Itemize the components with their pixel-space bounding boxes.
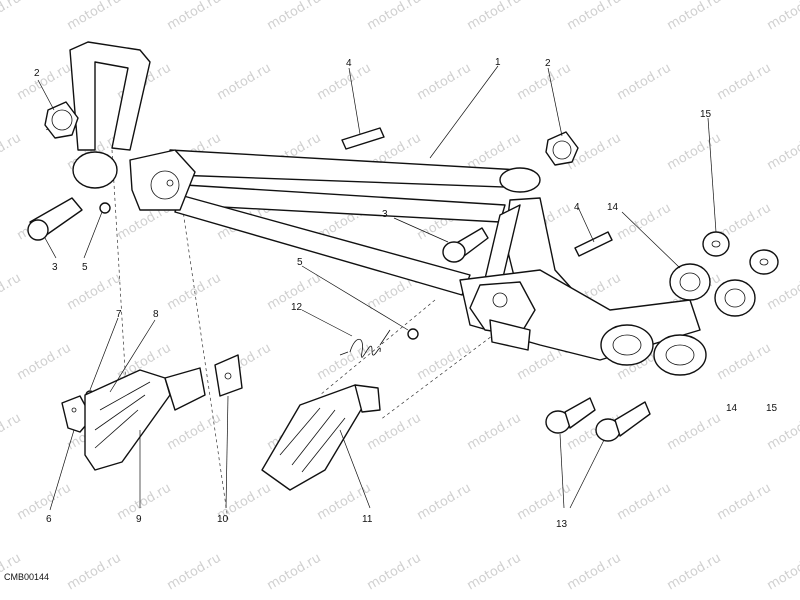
watermark-text: motod.ru (615, 61, 674, 104)
callout-1: 1 (495, 57, 501, 68)
watermark-text: motod.ru (765, 551, 800, 594)
bushing-14a (669, 263, 711, 301)
watermark-text: motod.ru (165, 271, 224, 314)
spacer-right (545, 131, 579, 166)
watermark-text: motod.ru (315, 341, 374, 384)
watermark-text: motod.ru (615, 201, 674, 244)
watermark-text: motod.ru (165, 551, 224, 594)
circlip-left (99, 202, 111, 214)
bushing-14b (714, 279, 756, 317)
watermark-text: motod.ru (565, 551, 624, 594)
watermark-text: motod.ru (665, 131, 724, 174)
watermark-text: motod.ru (315, 61, 374, 104)
watermark-text: motod.ru (165, 411, 224, 454)
watermark-text: motod.ru (15, 481, 74, 524)
callout-14-upper: 14 (607, 202, 619, 213)
screw-left (27, 197, 83, 241)
spacer-left (44, 101, 79, 139)
watermark-text: motod.ru (615, 481, 674, 524)
callout-12: 12 (291, 302, 303, 313)
screw-lower-left (545, 397, 596, 434)
callout-2-left: 2 (34, 68, 40, 79)
watermark-text: motod.ru (65, 0, 124, 33)
callout-labels: 1 2 2 3 3 4 4 5 5 6 7 8 9 10 11 12 13 14… (34, 57, 778, 530)
watermark-text: motod.ru (65, 551, 124, 594)
watermark-text: motod.ru (465, 551, 524, 594)
callout-10: 10 (217, 514, 229, 525)
leader-lines (37, 65, 717, 511)
callout-2-right: 2 (545, 58, 551, 69)
callout-3-center: 3 (382, 209, 388, 220)
watermark-text: motod.ru (715, 341, 774, 384)
callout-15-upper: 15 (700, 109, 712, 120)
callout-7: 7 (116, 309, 122, 320)
footpeg-right (261, 384, 381, 491)
callout-5-left: 5 (82, 262, 88, 273)
screw-center (442, 227, 489, 263)
watermark-text: motod.ru (0, 0, 24, 33)
watermark-text: motod.ru (765, 0, 800, 33)
watermark-text: motod.ru (515, 481, 574, 524)
callout-9: 9 (136, 514, 142, 525)
watermark-text: motod.ru (265, 551, 324, 594)
footpeg-left (84, 367, 206, 471)
watermark-text: motod.ru (0, 411, 24, 454)
watermark-text: motod.ru (665, 551, 724, 594)
watermark-text: motod.ru (265, 0, 324, 33)
watermark-text: motod.ru (15, 61, 74, 104)
callout-13: 13 (556, 519, 568, 530)
washer-15a (702, 231, 730, 257)
callout-5-center: 5 (297, 257, 303, 268)
callout-4-lower: 4 (574, 202, 580, 213)
watermark-text: motod.ru (665, 0, 724, 33)
washer-left (214, 354, 243, 397)
watermark-text: motod.ru (365, 551, 424, 594)
watermark-text: motod.ru (0, 131, 24, 174)
watermark-text: motod.ru (465, 0, 524, 33)
watermark-text: motod.ru (15, 341, 74, 384)
screw-lower-right (595, 401, 651, 442)
watermark-text: motod.ru (0, 271, 24, 314)
watermark-text: motod.ru (465, 411, 524, 454)
watermark-text: motod.ru (65, 271, 124, 314)
watermark-text: motod.ru (765, 411, 800, 454)
watermark-text: motod.ru (715, 481, 774, 524)
watermark-text: motod.ru (565, 0, 624, 33)
watermark-text: motod.ru (415, 341, 474, 384)
footrest-bracket-frame (69, 41, 707, 376)
watermark-text: motod.ru (365, 411, 424, 454)
watermark-text: motod.ru (665, 411, 724, 454)
washer-15b (749, 249, 779, 275)
callout-3-left: 3 (52, 262, 58, 273)
pin-upper (341, 127, 385, 150)
watermark-text: motod.ru (215, 61, 274, 104)
watermark-text: motod.ru (715, 61, 774, 104)
watermark-text: motod.ru (165, 0, 224, 33)
circlip-center (407, 328, 419, 340)
callout-15-lower: 15 (766, 403, 778, 414)
watermark-text: motod.ru (365, 0, 424, 33)
callout-11: 11 (362, 514, 373, 525)
watermark-text: motod.ru (765, 131, 800, 174)
watermark-text: motod.ru (415, 481, 474, 524)
callout-14-lower: 14 (726, 403, 738, 414)
callout-8: 8 (153, 309, 159, 320)
callout-6: 6 (46, 514, 52, 525)
callout-4-upper: 4 (346, 58, 352, 69)
watermark-text: motod.ru (765, 271, 800, 314)
pin-lower (574, 231, 613, 257)
diagram-code: CMB00144 (4, 572, 49, 582)
watermark-text: motod.ru (115, 481, 174, 524)
watermark-text: motod.ru (415, 61, 474, 104)
spring (339, 329, 391, 358)
